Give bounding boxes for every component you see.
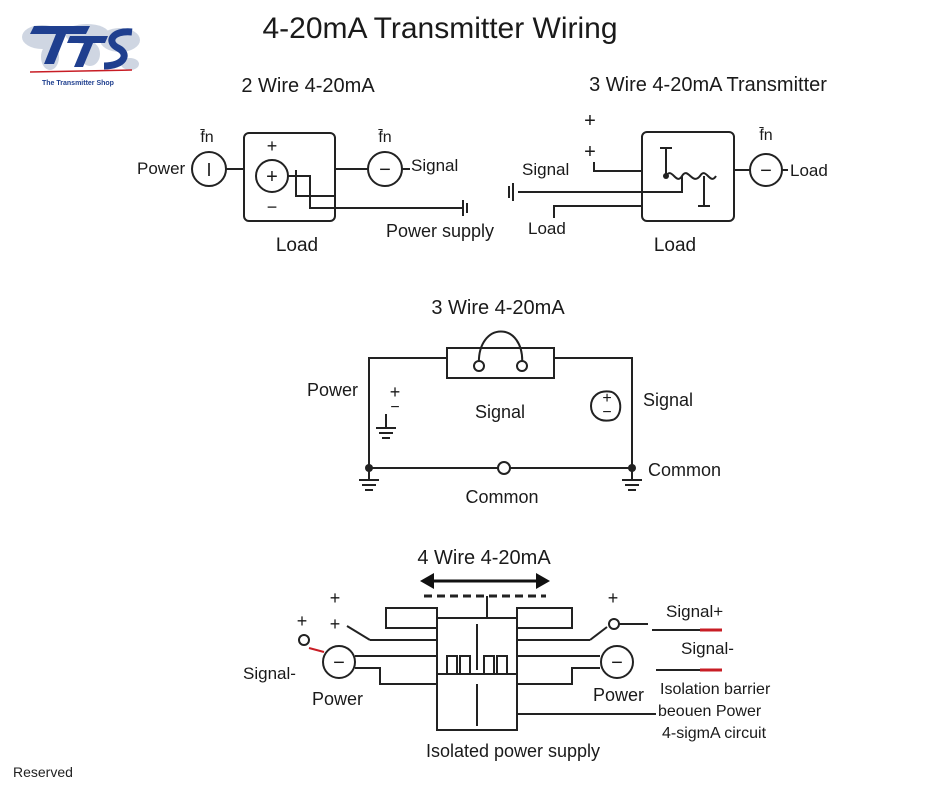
page-title: 4-20mA Transmitter Wiring <box>262 12 617 45</box>
signal-right-label: Signal <box>643 390 693 410</box>
footer-reserved: Reserved <box>13 764 73 780</box>
sensor-element-box <box>446 347 555 379</box>
left-meter-symbol <box>322 645 356 679</box>
isolation-barrier-line2: beouen Power <box>658 703 762 720</box>
world-map-logo-icon <box>22 24 140 73</box>
plus-right-label: + <box>608 588 619 608</box>
plus-top-label: + <box>584 110 596 132</box>
signal-label: Signal <box>522 160 569 179</box>
fn-label-right: f̄n <box>378 129 392 146</box>
power-right-label: Power <box>593 685 644 705</box>
panel-3-wire-transmitter-title: 3 Wire 4-20mA Transmitter <box>589 74 827 96</box>
plus-right-label: + <box>602 390 611 407</box>
wire <box>517 667 600 685</box>
power-label: Power <box>307 380 358 400</box>
isolated-supply-label: Isolated power supply <box>426 741 600 761</box>
logo-tagline: The Transmitter Shop <box>42 80 114 87</box>
load-right-label: Load <box>790 161 828 180</box>
common-node <box>497 461 511 475</box>
ground-symbol-icon <box>622 468 642 491</box>
terminal-node <box>608 618 620 630</box>
signal-plus-label: Signal+ <box>666 602 723 621</box>
ground-symbol-icon <box>359 468 379 491</box>
wire <box>295 170 335 197</box>
panel-2-wire: 2 Wire 4-20mA f̄n Power I + + − Load f̄n… <box>137 75 494 256</box>
isolation-barrier-line3: 4-sigmA circuit <box>662 725 767 742</box>
panel-4-wire-title: 4 Wire 4-20mA <box>417 547 551 569</box>
common-right-label: Common <box>648 460 721 480</box>
wire <box>385 607 438 629</box>
panel-4-wire: 4 Wire 4-20mA Isolated power supply <box>243 547 771 761</box>
fn-label: f̄n <box>759 127 773 144</box>
wire <box>589 626 608 641</box>
signal-wire-red <box>308 647 325 653</box>
minus-right-label: − <box>602 404 611 421</box>
plus-b-label: + <box>330 614 341 634</box>
panel-3-wire-title: 3 Wire 4-20mA <box>431 297 565 319</box>
signal-label: Signal <box>411 156 458 175</box>
power-supply-label: Power supply <box>386 221 494 241</box>
left-meter-glyph: − <box>333 652 345 674</box>
power-left-label: Power <box>312 689 363 709</box>
wire <box>355 667 437 685</box>
load-meter-glyph: − <box>760 160 772 182</box>
fn-label-left: f̄n <box>200 129 214 146</box>
wire <box>553 205 642 218</box>
minus-left-label: − <box>390 399 399 416</box>
wire <box>516 607 573 629</box>
power-label: Power <box>137 159 186 178</box>
load-plus: + <box>267 136 278 156</box>
wire <box>593 162 642 172</box>
ground-symbol-icon <box>508 183 514 201</box>
company-logo: The Transmitter Shop <box>12 12 148 87</box>
wire <box>288 175 463 209</box>
plus-left-label: + <box>390 382 401 402</box>
junction-dot <box>663 173 669 179</box>
right-meter-glyph: − <box>611 652 623 674</box>
ground-symbol-icon <box>376 414 396 439</box>
terminal-node <box>516 360 528 372</box>
signal-minus-right-label: Signal- <box>681 639 734 658</box>
power-source-glyph: I <box>206 160 211 180</box>
battery-symbol <box>590 390 622 422</box>
isolation-barrier-line1: Isolation barrier <box>660 681 771 698</box>
signal-minus-left-label: Signal- <box>243 664 296 683</box>
panel-3-wire: 3 Wire 4-20mA Power + − Signal + − Signa <box>307 297 721 507</box>
signal-center-label: Signal <box>475 402 525 422</box>
terminal-node <box>298 634 310 646</box>
plus-mid-label: + <box>584 141 596 163</box>
plus-a-label: + <box>330 588 341 608</box>
terminal-node <box>473 360 485 372</box>
transmitter-internal-circuit <box>642 147 717 207</box>
panel-3-wire-transmitter: 3 Wire 4-20mA Transmitter + + Signal Loa… <box>508 74 828 256</box>
load-label: Load <box>276 235 318 256</box>
double-arrow-icon <box>420 573 550 589</box>
plus-terminal-glyph: + <box>266 166 278 188</box>
plus-c-label: + <box>297 611 308 631</box>
load-minus: − <box>267 197 278 217</box>
wire <box>346 625 371 641</box>
right-meter-symbol <box>600 645 634 679</box>
signal-meter-glyph: − <box>379 159 391 181</box>
wire <box>477 330 524 367</box>
load-left-label: Load <box>528 219 566 238</box>
panel-2-wire-title: 2 Wire 4-20mA <box>241 75 375 97</box>
common-bottom-label: Common <box>465 487 538 507</box>
load-bottom-label: Load <box>654 235 696 256</box>
ground-symbol-icon <box>462 200 468 216</box>
transmitter-box <box>641 131 735 222</box>
